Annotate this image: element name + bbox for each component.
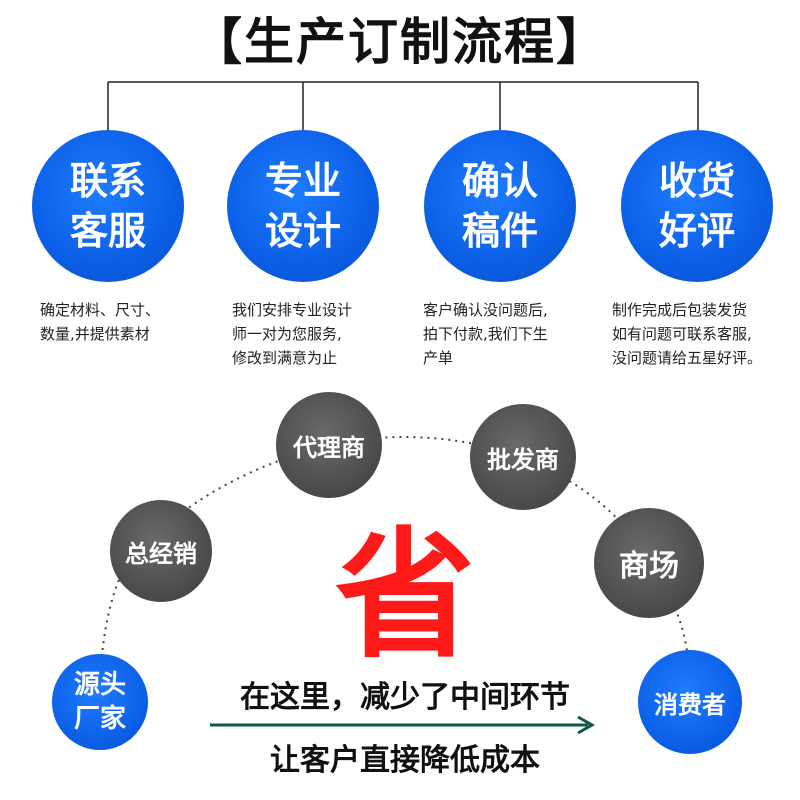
step-label-line1: 专业	[264, 159, 341, 203]
node-label-line2: 厂家	[73, 704, 126, 734]
step-circle-contact: 联系客服	[32, 130, 184, 282]
step-label-line2: 客服	[69, 209, 146, 253]
node-label: 批发商	[487, 445, 559, 474]
step-circle-confirm: 确认稿件	[424, 130, 576, 282]
step-desc-confirm: 客户确认没问题后, 拍下付款,我们下生 产单	[423, 298, 603, 370]
desc-line: 没问题请给五星好评。	[612, 349, 763, 367]
node-source-factory: 源头 厂家	[52, 654, 148, 750]
node-mall: 商场	[594, 508, 704, 618]
node-label: 消费者	[654, 690, 726, 719]
step-circle-design: 专业设计	[227, 130, 379, 282]
desc-line: 我们安排专业设计	[232, 301, 353, 319]
node-label: 总经销	[125, 539, 197, 568]
slogan-line-1: 在这里，减少了中间环节	[240, 680, 570, 715]
desc-line: 客户确认没问题后,	[423, 301, 548, 319]
step-desc-design: 我们安排专业设计 师一对为您服务, 修改到满意为止	[232, 298, 412, 370]
desc-line: 数量,并提供素材	[40, 325, 150, 343]
left-dotted-arc	[99, 444, 331, 686]
step-label-line2: 设计	[264, 209, 341, 253]
step-label-line2: 好评	[658, 209, 735, 253]
page-title: 【生产订制流程】	[192, 13, 608, 71]
step-desc-contact: 确定材料、尺寸、 数量,并提供素材	[40, 298, 220, 346]
node-label-line1: 源头	[73, 670, 126, 700]
step-desc-receive: 制作完成后包装发货 如有问题可联系客服, 没问题请给五星好评。	[612, 298, 798, 370]
node-agent: 代理商	[276, 392, 382, 498]
desc-line: 确定材料、尺寸、	[40, 301, 161, 319]
node-label: 代理商	[293, 433, 365, 462]
step-label-line1: 联系	[69, 159, 146, 203]
step-label-line1: 收货	[658, 159, 735, 203]
save-character: 省	[334, 515, 475, 678]
arrow-head	[577, 715, 596, 735]
node-wholesaler: 批发商	[470, 404, 576, 510]
step-label-line1: 确认	[461, 159, 538, 203]
desc-line: 师一对为您服务,	[232, 325, 342, 343]
step-label-line2: 稿件	[461, 209, 538, 253]
desc-line: 修改到满意为止	[232, 349, 338, 367]
node-label: 商场	[619, 549, 679, 584]
right-dotted-arc	[519, 454, 691, 691]
node-general-distributor: 总经销	[110, 500, 212, 602]
step-circle-receive: 收货好评	[621, 130, 773, 282]
desc-line: 如有问题可联系客服,	[612, 325, 752, 343]
node-consumer: 消费者	[638, 650, 742, 754]
slogan-line-2: 让客户直接降低成本	[270, 743, 540, 778]
desc-line: 产单	[423, 349, 454, 367]
desc-line: 制作完成后包装发货	[612, 301, 748, 319]
desc-line: 拍下付款,我们下生	[423, 325, 548, 343]
